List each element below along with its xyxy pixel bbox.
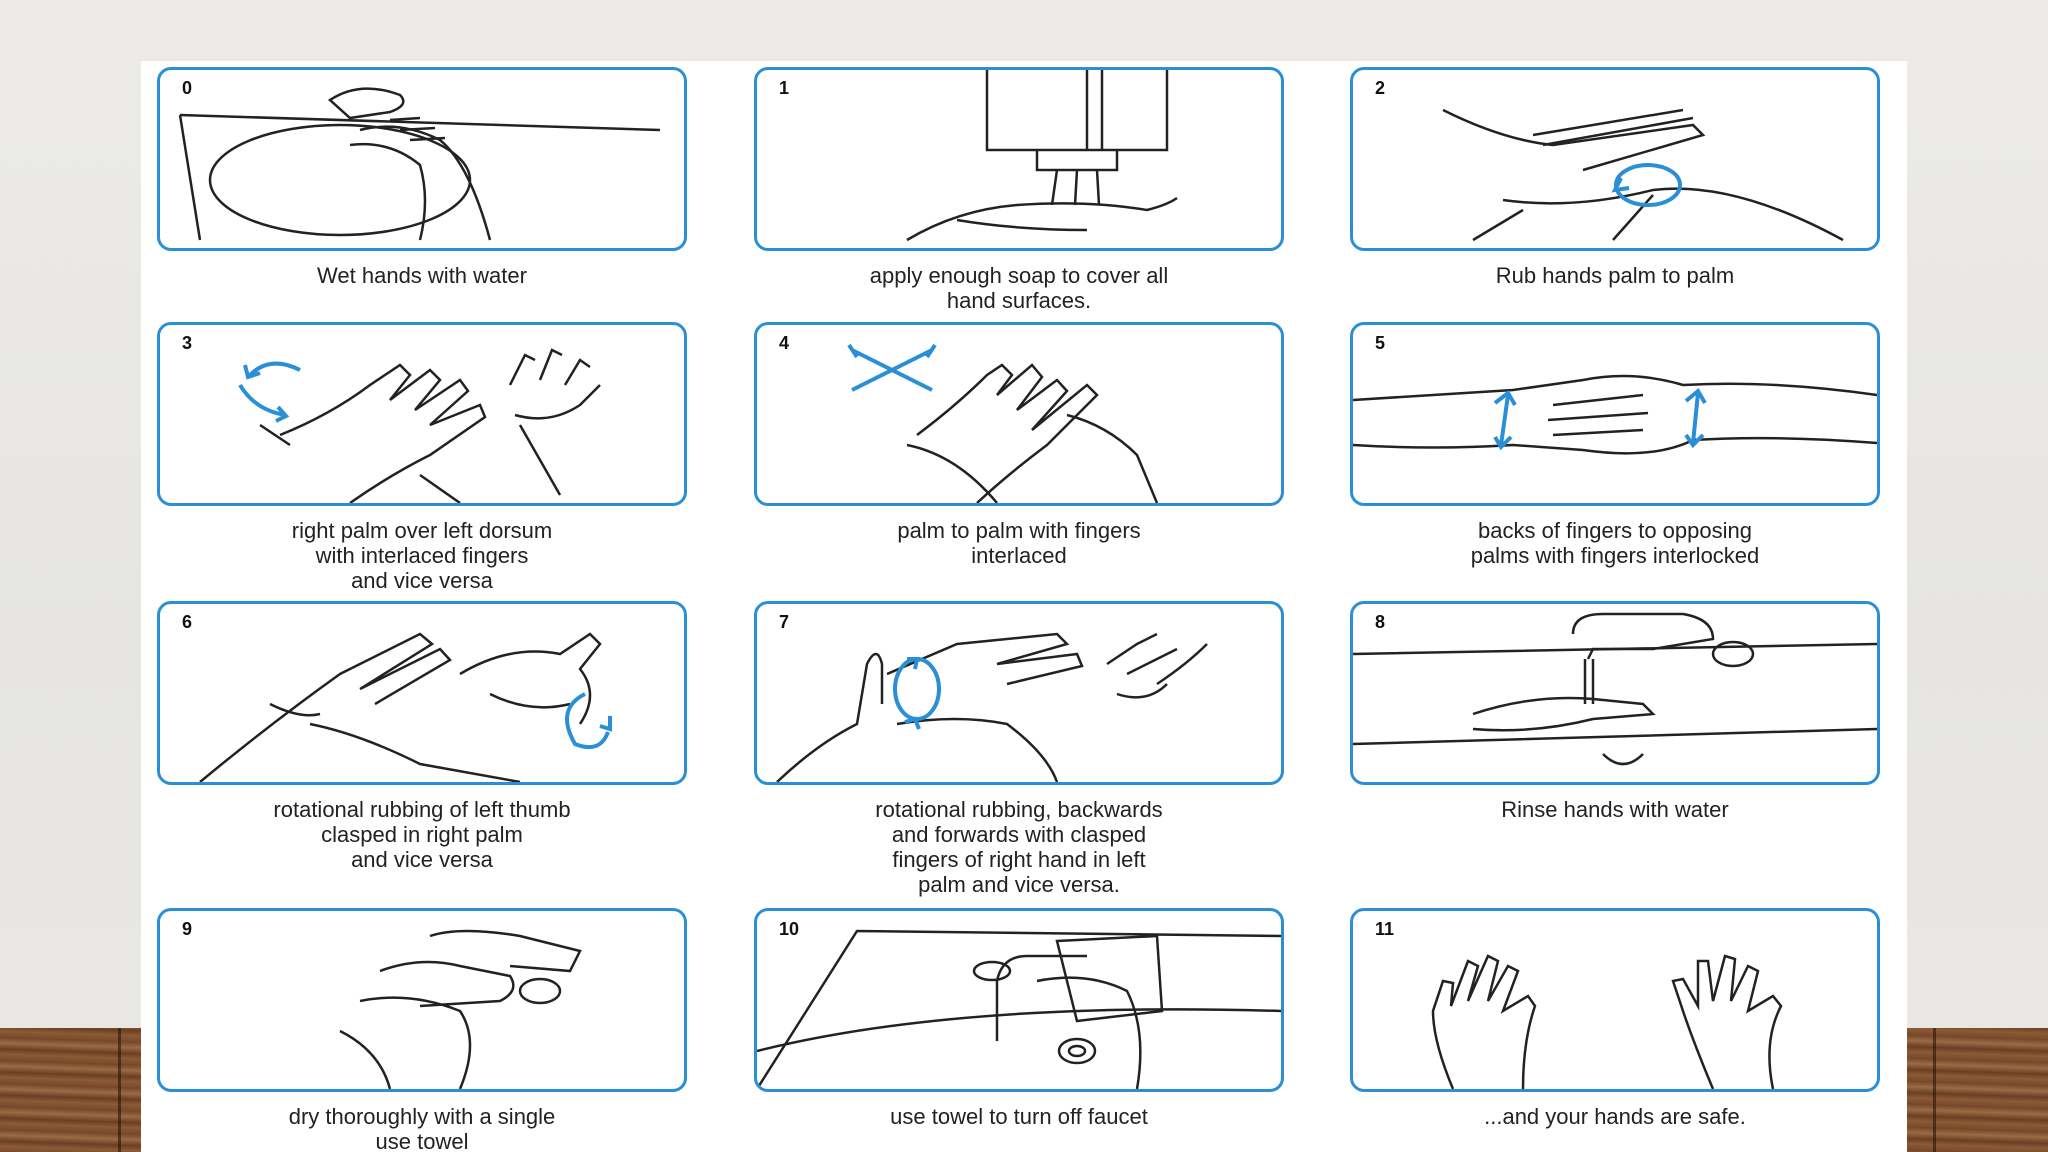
step-illustration-frame: 0 xyxy=(157,67,687,251)
step-number: 2 xyxy=(1375,78,1386,98)
drying-hands-towel-illustration xyxy=(339,929,582,1089)
sink-faucet-hands-illustration xyxy=(178,87,661,241)
step-caption: rotational rubbing of left thumb clasped… xyxy=(273,797,571,872)
fingertip-rotation-illustration xyxy=(776,632,1208,782)
palm-to-palm-interlaced-illustration xyxy=(847,343,1159,503)
step-caption: apply enough soap to cover all hand surf… xyxy=(869,263,1169,313)
step-caption: dry thoroughly with a single use towel xyxy=(288,1104,556,1152)
step-number: 3 xyxy=(182,333,193,353)
step-illustration-frame: 6 xyxy=(157,601,687,785)
dorsum-interlaced-fingers-illustration xyxy=(238,348,601,503)
step-number: 10 xyxy=(779,919,800,939)
step-illustration-frame: 5 xyxy=(1350,322,1880,506)
step-number: 4 xyxy=(779,333,790,353)
step-number: 1 xyxy=(779,78,790,98)
step-illustration-frame: 11 xyxy=(1350,908,1880,1092)
step-illustration-frame: 1 xyxy=(754,67,1284,251)
step-illustration-frame: 9 xyxy=(157,908,687,1092)
step-caption: backs of fingers to opposing palms with … xyxy=(1470,518,1760,568)
step-illustration-frame: 10 xyxy=(754,908,1284,1092)
step-number: 9 xyxy=(182,919,193,939)
step-caption: rotational rubbing, backwards and forwar… xyxy=(875,797,1163,897)
step-number: 5 xyxy=(1375,333,1386,353)
step-illustration-frame: 4 xyxy=(754,322,1284,506)
backs-of-fingers-illustration xyxy=(1353,374,1877,455)
step-number: 11 xyxy=(1375,919,1395,939)
rinse-hands-faucet-illustration xyxy=(1353,612,1877,766)
step-number: 6 xyxy=(182,612,193,632)
step-caption: Rinse hands with water xyxy=(1501,797,1729,822)
thumb-rotation-illustration xyxy=(199,632,612,782)
palm-to-palm-illustration xyxy=(1442,108,1844,242)
step-caption: ...and your hands are safe. xyxy=(1484,1104,1746,1129)
step-illustration-frame: 8 xyxy=(1350,601,1880,785)
step-caption: use towel to turn off faucet xyxy=(890,1104,1148,1129)
step-caption: Wet hands with water xyxy=(317,263,527,288)
clean-hands-illustration xyxy=(1431,954,1783,1089)
step-illustration-frame: 2 xyxy=(1350,67,1880,251)
step-caption: Rub hands palm to palm xyxy=(1495,263,1735,288)
handwashing-steps-slide: 0 Wet hands with water 1 xyxy=(141,61,1907,1152)
step-number: 0 xyxy=(182,78,193,98)
step-number: 7 xyxy=(779,612,790,632)
soap-dispenser-illustration xyxy=(906,70,1178,242)
step-illustration-frame: 7 xyxy=(754,601,1284,785)
step-caption: palm to palm with fingers interlaced xyxy=(897,518,1141,568)
turn-off-faucet-illustration xyxy=(757,929,1281,1089)
step-number: 8 xyxy=(1375,612,1386,632)
step-illustration-frame: 3 xyxy=(157,322,687,506)
step-caption: right palm over left dorsum with interla… xyxy=(291,518,553,593)
